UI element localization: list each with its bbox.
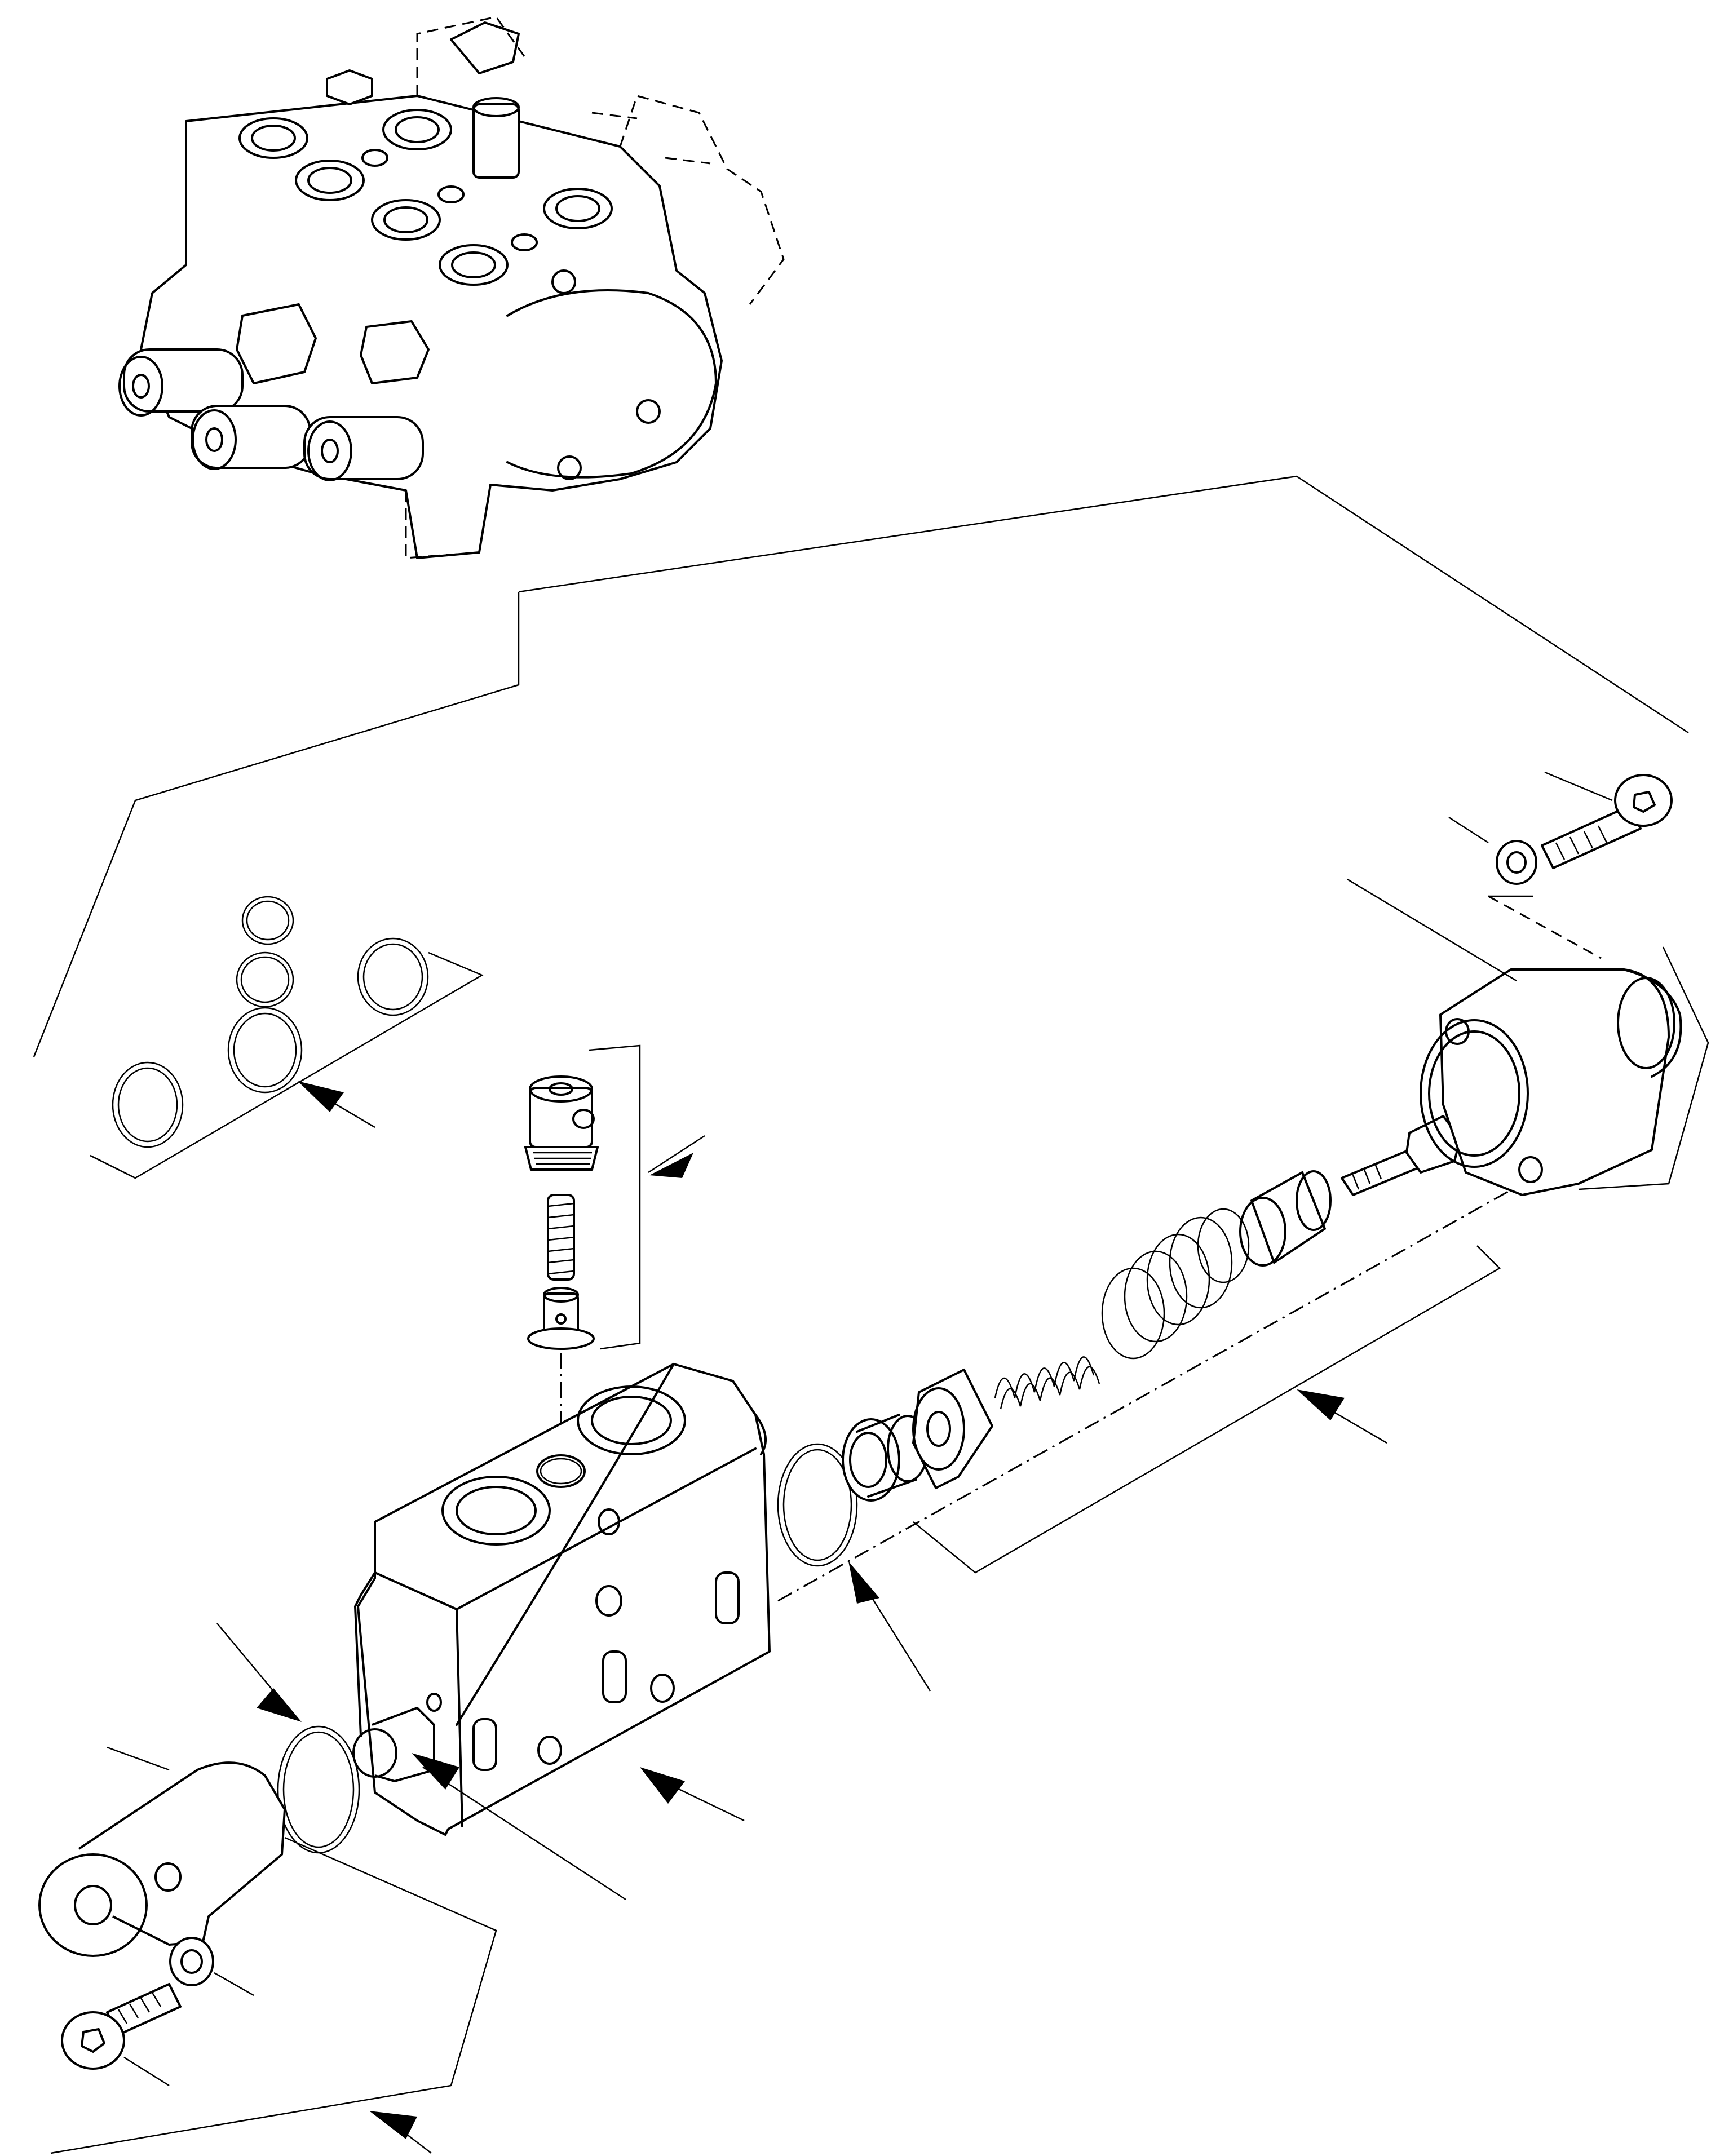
control-valve-assembly-icon <box>118 16 785 559</box>
o-ring-icon <box>236 951 294 1008</box>
explode-bracket <box>33 684 519 1057</box>
o-ring-icon <box>227 1007 303 1094</box>
o-ring-icon <box>277 1725 360 1854</box>
spring-icon <box>547 1194 575 1281</box>
right-end-cap-group <box>1347 771 1709 1196</box>
spool-end-icon <box>352 1707 435 1782</box>
assembly-bracket <box>518 475 1689 734</box>
sleeve-icon <box>912 1369 993 1489</box>
plug-icon <box>524 1075 599 1171</box>
o-ring-kit <box>90 896 484 1179</box>
relief-valve-parts <box>777 1115 1501 1692</box>
port-o-ring-icon <box>536 1454 586 1488</box>
check-valve-parts <box>524 1044 705 1443</box>
end-cover-icon <box>1420 968 1682 1196</box>
poppet-icon <box>527 1287 595 1350</box>
end-cover-icon <box>38 1761 286 1957</box>
o-ring-icon <box>357 937 429 1016</box>
cup-icon <box>1239 1170 1332 1267</box>
left-end-cap-group <box>38 1623 497 2154</box>
lock-washer-icon <box>169 1937 214 1986</box>
o-ring-icon <box>241 896 294 945</box>
spring-icon <box>1101 1208 1250 1360</box>
adjusting-screw-icon <box>1341 1115 1461 1196</box>
valve-section-body-icon <box>352 1183 1523 1901</box>
o-ring-icon <box>112 1061 184 1148</box>
cap-screw-icon <box>1541 774 1673 869</box>
o-ring-icon <box>777 1443 858 1567</box>
cap-screw-icon <box>61 1983 182 2070</box>
lock-washer-icon <box>1496 840 1537 885</box>
spring-icon <box>994 1356 1100 1410</box>
